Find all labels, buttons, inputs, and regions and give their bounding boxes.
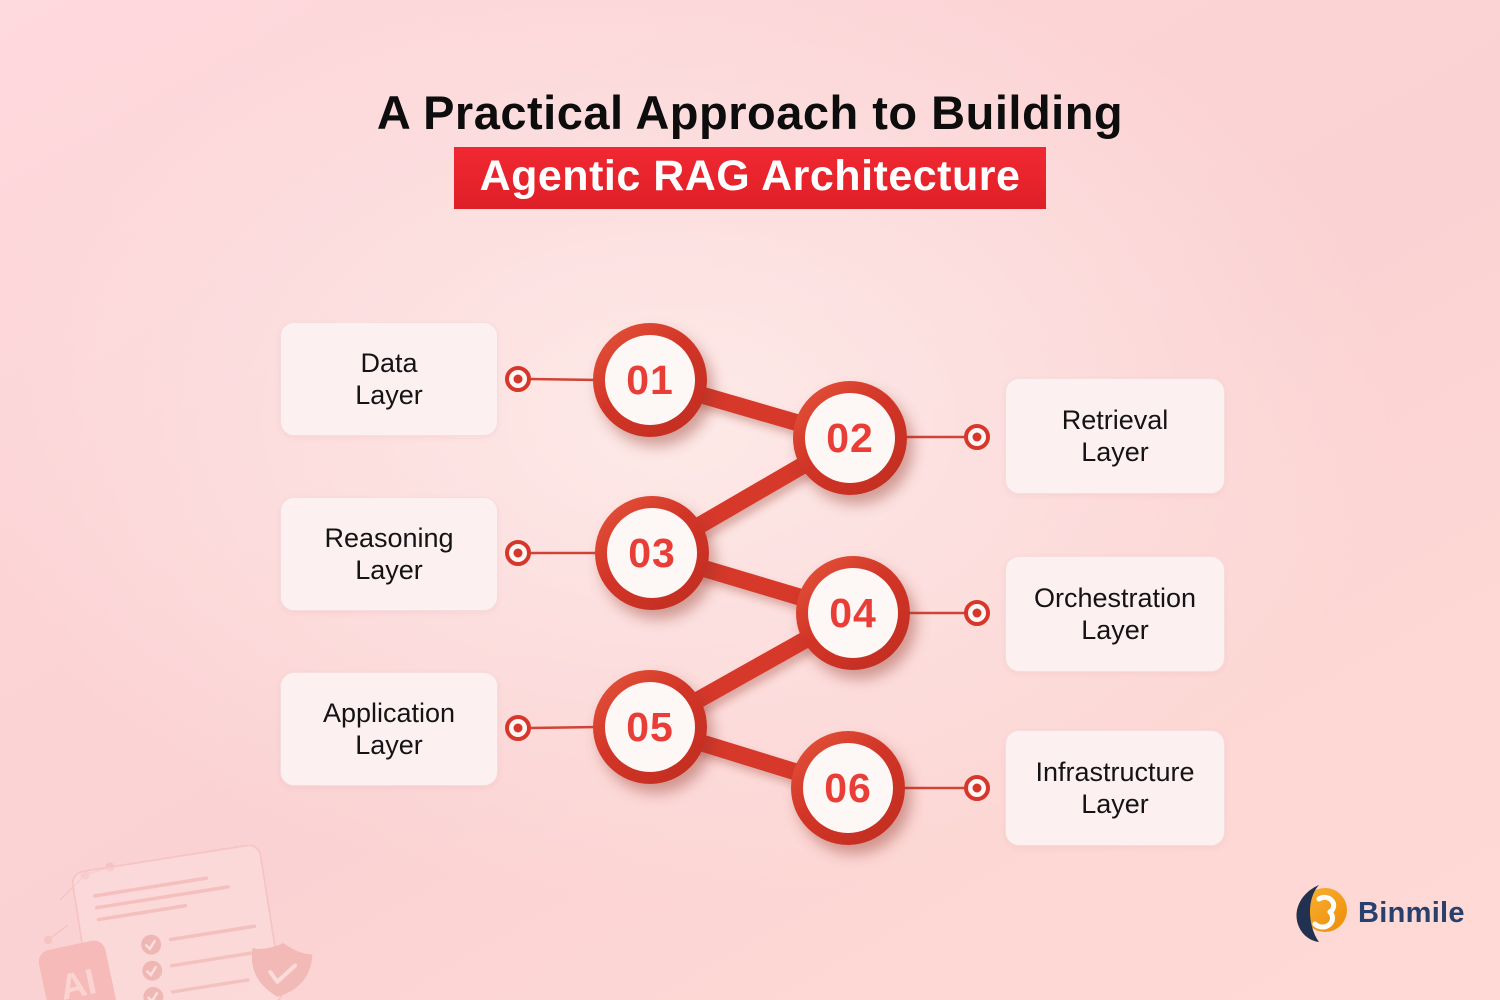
step-number: 02	[826, 414, 874, 461]
layer-label: Retrieval	[1061, 405, 1169, 435]
step-number: 04	[829, 589, 877, 636]
bullseye-ring-icons	[505, 366, 990, 801]
layer-label: Layer	[355, 380, 423, 410]
layer-label: Layer	[355, 555, 423, 585]
layer-box-infrastructure: Infrastructure Layer	[1005, 730, 1225, 846]
layer-box-orchestration: Orchestration Layer	[1005, 556, 1225, 672]
layer-label: Data	[360, 348, 418, 378]
brand-logo: Binmile	[1292, 884, 1465, 942]
step-circle-04: 04	[796, 556, 910, 670]
step-circle-03: 03	[595, 496, 709, 610]
layer-label: Infrastructure	[1035, 757, 1195, 787]
layer-box-retrieval: Retrieval Layer	[1005, 378, 1225, 494]
layer-label: Layer	[1081, 615, 1149, 645]
page-title-highlight: Agentic RAG Architecture	[453, 147, 1047, 210]
step-circle-01: 01	[593, 323, 707, 437]
step-number: 06	[824, 764, 872, 811]
step-number: 05	[626, 703, 674, 750]
step-circle-05: 05	[593, 670, 707, 784]
layer-label: Layer	[1081, 789, 1149, 819]
layer-label: Layer	[1081, 437, 1149, 467]
header: A Practical Approach to Building Agentic…	[0, 86, 1500, 210]
step-number: 01	[626, 356, 674, 403]
layer-box-data: Data Layer	[280, 322, 498, 436]
brand-logo-text: Binmile	[1358, 896, 1465, 929]
layer-label: Orchestration	[1033, 583, 1197, 613]
layer-label: Layer	[355, 730, 423, 760]
layer-label: Reasoning	[324, 523, 454, 553]
layer-box-reasoning: Reasoning Layer	[280, 497, 498, 611]
step-circle-06: 06	[791, 731, 905, 845]
binmile-logo-icon	[1296, 885, 1347, 942]
page-title: A Practical Approach to Building	[376, 86, 1124, 139]
layer-label: Application	[322, 698, 456, 728]
step-number: 03	[628, 529, 676, 576]
watermark-ai-badge-text: AI	[56, 960, 100, 1000]
layer-box-application: Application Layer	[280, 672, 498, 786]
step-circle-02: 02	[793, 381, 907, 495]
ai-document-watermark-illustration: AI	[38, 845, 313, 1000]
